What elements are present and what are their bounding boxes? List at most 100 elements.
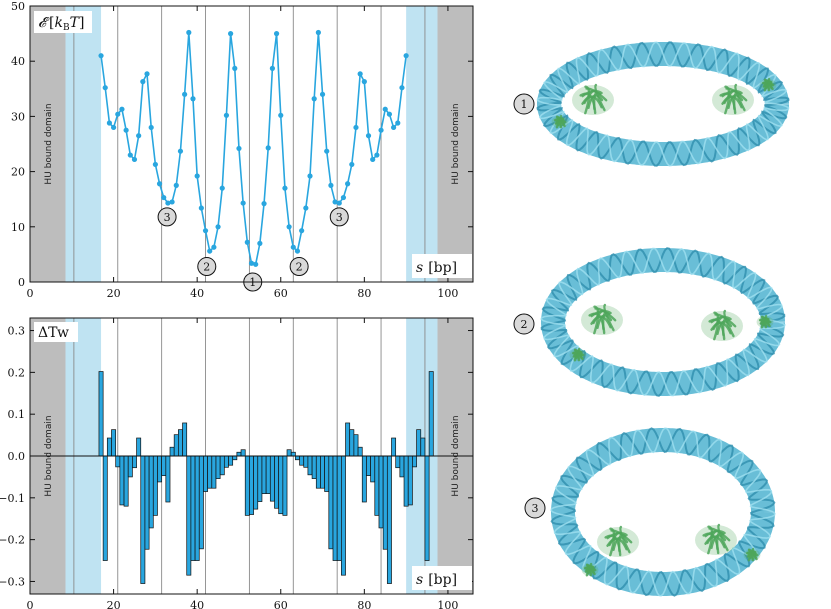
data-point xyxy=(340,194,347,201)
twist-bar xyxy=(161,455,167,477)
x-tick-label: 20 xyxy=(107,287,121,300)
data-point xyxy=(286,224,292,230)
twist-bar xyxy=(228,455,234,466)
data-point xyxy=(261,201,267,207)
structure-3-marker: 3 xyxy=(524,497,546,519)
twist-bar xyxy=(324,455,330,492)
x-axis-label: s[bp] xyxy=(412,254,472,278)
structure-3: 3 xyxy=(524,427,776,597)
twist-bars xyxy=(30,371,473,584)
x-tick-label: 100 xyxy=(437,599,458,609)
conformation-marker: 3 xyxy=(157,207,177,227)
twist-bar xyxy=(345,422,351,457)
twist-bar xyxy=(278,455,284,515)
data-point xyxy=(144,71,150,77)
data-point xyxy=(102,85,108,91)
protein-complex xyxy=(581,523,761,577)
twist-bar xyxy=(98,371,104,457)
data-point xyxy=(123,127,129,133)
data-point xyxy=(169,199,175,205)
twist-bar xyxy=(357,446,363,457)
ylabel-unit-sub: B xyxy=(63,23,70,33)
twist-bar xyxy=(182,422,188,457)
twist-bar xyxy=(249,455,254,515)
y-tick-label: 0.0 xyxy=(8,450,26,463)
domain-bands xyxy=(30,6,473,282)
data-point xyxy=(211,244,217,250)
twist-bar xyxy=(190,455,196,561)
twist-bar xyxy=(169,446,175,457)
twist-bar xyxy=(382,455,388,550)
data-point xyxy=(278,112,284,118)
plot-frame xyxy=(29,5,474,283)
data-point xyxy=(219,185,225,191)
ylabel-unit-T: T xyxy=(70,15,81,31)
twist-bar xyxy=(215,455,221,479)
data-point xyxy=(190,96,196,102)
twist-bar xyxy=(140,455,146,584)
dna-loop xyxy=(550,427,776,597)
data-point xyxy=(290,244,296,250)
data-point xyxy=(386,111,393,117)
y-tick-label: 0 xyxy=(18,276,25,289)
data-point xyxy=(182,91,188,97)
data-point xyxy=(115,111,121,117)
twist-bar xyxy=(311,455,317,479)
data-point xyxy=(374,152,380,158)
data-point xyxy=(215,224,221,230)
twist-bar xyxy=(203,455,208,492)
data-point xyxy=(282,185,288,191)
region-label-left: HU bound domain xyxy=(44,103,54,184)
x-tick-label: 60 xyxy=(274,599,288,609)
x-tick-label: 20 xyxy=(107,599,121,609)
twist-bar xyxy=(403,455,409,507)
y-tick-label: 0.3 xyxy=(8,325,26,338)
twist-bar xyxy=(424,455,430,561)
data-point xyxy=(303,205,309,211)
data-point xyxy=(240,200,246,206)
twist-bar xyxy=(361,455,367,503)
data-point xyxy=(403,53,409,59)
twist-bar xyxy=(198,455,204,550)
twist-bar xyxy=(307,455,313,476)
data-point xyxy=(332,199,338,205)
data-point xyxy=(119,106,125,112)
twist-bar xyxy=(132,455,137,469)
axes-frame xyxy=(29,5,474,283)
svg-text:s[bp]: s[bp] xyxy=(416,572,457,588)
region-label-left: HU bound domain xyxy=(44,415,54,496)
twist-bar xyxy=(299,455,305,466)
y-tick-label: 0.2 xyxy=(8,366,26,379)
data-point xyxy=(110,124,117,131)
y-tick-label: 0.1 xyxy=(8,408,26,421)
twist-bar xyxy=(223,455,229,468)
structure-2: 2 xyxy=(513,247,786,397)
conformation-marker: 3 xyxy=(329,207,349,227)
svg-text:1: 1 xyxy=(521,98,528,111)
twist-bar xyxy=(148,455,154,529)
y-tick-label: 20 xyxy=(11,166,25,179)
x-tick-label: 40 xyxy=(190,599,204,609)
data-point xyxy=(198,205,204,211)
svg-text:𝓔[kBT]: 𝓔[kBT] xyxy=(38,15,84,33)
x-tick-label: 80 xyxy=(357,599,371,609)
structure-2-marker: 2 xyxy=(513,313,535,335)
data-point xyxy=(152,161,158,168)
twist-bar xyxy=(315,455,321,489)
twist-bar xyxy=(320,455,325,489)
data-point xyxy=(365,133,372,139)
twist-bar xyxy=(253,455,259,510)
conformation-marker: 2 xyxy=(197,257,217,277)
twist-bar xyxy=(349,429,355,457)
data-point xyxy=(207,248,213,254)
twist-bar xyxy=(211,455,217,489)
energy-line xyxy=(100,32,407,266)
x-tick-label: 0 xyxy=(27,599,34,609)
data-point xyxy=(177,148,184,154)
data-point xyxy=(378,127,384,133)
twist-bar xyxy=(257,455,263,502)
